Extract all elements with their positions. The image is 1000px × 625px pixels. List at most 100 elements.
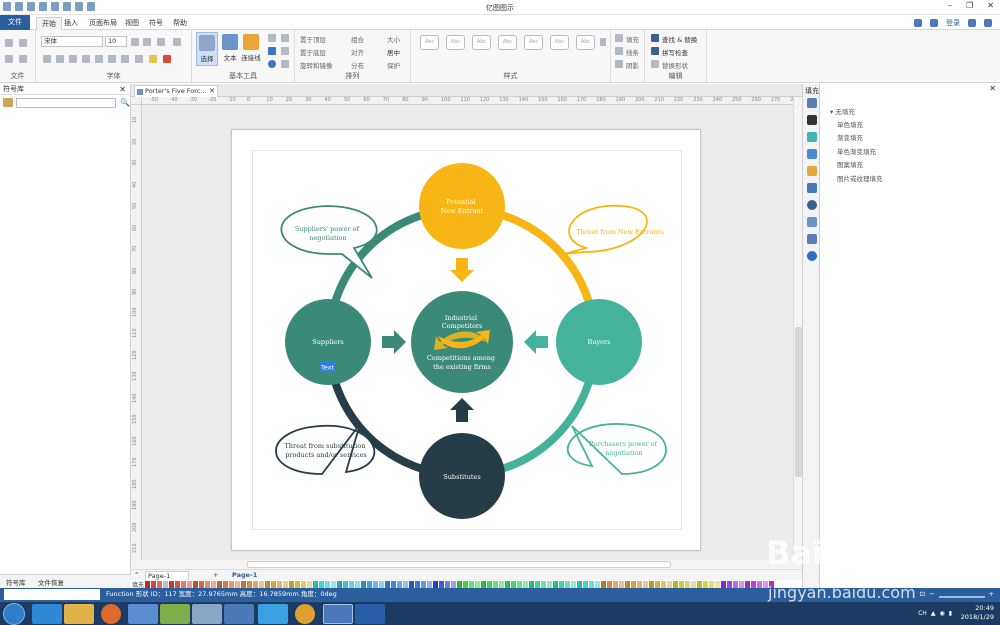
- crop-tool-icon[interactable]: [281, 47, 289, 55]
- tab-symbol[interactable]: 符号: [149, 19, 163, 27]
- word-icon[interactable]: [355, 604, 385, 624]
- edraw-app-icon[interactable]: [323, 604, 353, 624]
- palette-swatch[interactable]: [691, 580, 696, 588]
- style-preset-2[interactable]: Abc: [446, 35, 465, 50]
- ie-browser-icon[interactable]: [32, 604, 62, 624]
- ellipse-tool-icon[interactable]: [268, 60, 276, 68]
- palette-swatch[interactable]: [631, 580, 636, 588]
- option-pattern-fill[interactable]: 图案填充: [837, 161, 863, 169]
- palette-swatch[interactable]: [307, 580, 312, 588]
- palette-swatch[interactable]: [583, 580, 588, 588]
- search-app-icon[interactable]: [295, 604, 315, 624]
- palette-swatch[interactable]: [175, 580, 180, 588]
- paragraph-icon[interactable]: [157, 38, 165, 46]
- navigator-icon[interactable]: [807, 200, 817, 210]
- firefox-icon[interactable]: [101, 604, 121, 624]
- palette-swatch[interactable]: [541, 580, 546, 588]
- palette-swatch[interactable]: [625, 580, 630, 588]
- palette-swatch[interactable]: [361, 580, 366, 588]
- restore-icon[interactable]: ❐: [966, 1, 974, 10]
- close-icon[interactable]: ✕: [987, 1, 994, 10]
- option-no-fill[interactable]: ▾ 无填充: [830, 108, 855, 116]
- distribute-button[interactable]: 分布: [351, 62, 364, 70]
- circle-substitutes[interactable]: [419, 433, 505, 519]
- rectangle-tool-icon[interactable]: [268, 47, 276, 55]
- calculator-icon[interactable]: [192, 604, 222, 624]
- image-panel-icon[interactable]: [807, 149, 817, 159]
- palette-swatch[interactable]: [271, 580, 276, 588]
- tab-file[interactable]: 文件: [0, 15, 30, 30]
- palette-swatch[interactable]: [613, 580, 618, 588]
- search-icon[interactable]: 🔍: [120, 98, 130, 107]
- palette-swatch[interactable]: [517, 580, 522, 588]
- current-page-tab[interactable]: Page-1: [232, 571, 258, 579]
- protect-button[interactable]: 保护: [387, 62, 400, 70]
- underline-icon[interactable]: [69, 55, 77, 63]
- palette-swatch[interactable]: [463, 580, 468, 588]
- palette-swatch[interactable]: [415, 580, 420, 588]
- palette-swatch[interactable]: [379, 580, 384, 588]
- palette-swatch[interactable]: [235, 580, 240, 588]
- selected-text-placeholder[interactable]: Text: [320, 364, 335, 372]
- connector-tool-button[interactable]: 连接线: [240, 32, 262, 66]
- palette-swatch[interactable]: [313, 580, 318, 588]
- palette-swatch[interactable]: [499, 580, 504, 588]
- clock[interactable]: 20:49 2018/1/29: [960, 604, 994, 621]
- tab-insert[interactable]: 插入: [64, 19, 78, 27]
- palette-swatch[interactable]: [385, 580, 390, 588]
- bold-icon[interactable]: [43, 55, 51, 63]
- copy-icon[interactable]: [5, 55, 13, 63]
- list-icon[interactable]: [121, 55, 129, 63]
- callout-purchasers-power[interactable]: [567, 423, 667, 475]
- help-icon[interactable]: [807, 251, 817, 261]
- center-button[interactable]: 居中: [387, 49, 400, 57]
- italic-icon[interactable]: [56, 55, 64, 63]
- tools-app-icon[interactable]: [160, 604, 190, 624]
- ribbon-collapse-icon[interactable]: [984, 19, 992, 27]
- palette-swatch[interactable]: [343, 580, 348, 588]
- tray-battery-icon[interactable]: ▮: [948, 610, 952, 617]
- palette-swatch[interactable]: [721, 580, 726, 588]
- style-preset-1[interactable]: Abc: [420, 35, 439, 50]
- line-spacing-icon[interactable]: [173, 38, 181, 46]
- palette-swatch[interactable]: [211, 580, 216, 588]
- style-preset-5[interactable]: Abc: [524, 35, 543, 50]
- palette-swatch[interactable]: [187, 580, 192, 588]
- share-icon[interactable]: [930, 19, 938, 27]
- palette-swatch[interactable]: [253, 580, 258, 588]
- palette-swatch[interactable]: [367, 580, 372, 588]
- option-gradient-fill[interactable]: 渐变填充: [837, 134, 863, 142]
- palette-swatch[interactable]: [601, 580, 606, 588]
- palette-swatch[interactable]: [637, 580, 642, 588]
- tab-file-recovery[interactable]: 文件恢复: [38, 579, 64, 587]
- palette-swatch[interactable]: [487, 580, 492, 588]
- arrow-tool-icon[interactable]: [281, 34, 289, 42]
- palette-swatch[interactable]: [181, 580, 186, 588]
- palette-swatch[interactable]: [745, 580, 750, 588]
- palette-swatch[interactable]: [763, 580, 768, 588]
- layers-panel-icon[interactable]: [807, 166, 817, 176]
- horizontal-scrollbar[interactable]: [131, 560, 802, 569]
- zoom-slider[interactable]: [938, 596, 985, 598]
- pen-tool-icon[interactable]: [281, 60, 289, 68]
- palette-swatch[interactable]: [469, 580, 474, 588]
- palette-swatch[interactable]: [445, 580, 450, 588]
- palette-swatch[interactable]: [439, 580, 444, 588]
- palette-swatch[interactable]: [571, 580, 576, 588]
- undo-icon[interactable]: [15, 2, 23, 11]
- save-icon[interactable]: [63, 2, 71, 11]
- status-input-box[interactable]: [4, 589, 100, 600]
- minimize-icon[interactable]: –: [948, 1, 953, 10]
- palette-swatch[interactable]: [673, 580, 678, 588]
- cut-icon[interactable]: [5, 39, 13, 47]
- grow-font-icon[interactable]: [131, 38, 139, 46]
- align-text-icon[interactable]: [135, 55, 143, 63]
- palette-swatch[interactable]: [751, 580, 756, 588]
- tab-page-layout[interactable]: 页面布局: [89, 19, 117, 27]
- size-button[interactable]: 大小: [387, 36, 400, 44]
- palette-swatch[interactable]: [355, 580, 360, 588]
- style-gallery-expand-icon[interactable]: [600, 38, 606, 46]
- palette-swatch[interactable]: [319, 580, 324, 588]
- remote-desktop-icon[interactable]: [224, 604, 254, 624]
- palette-swatch[interactable]: [277, 580, 282, 588]
